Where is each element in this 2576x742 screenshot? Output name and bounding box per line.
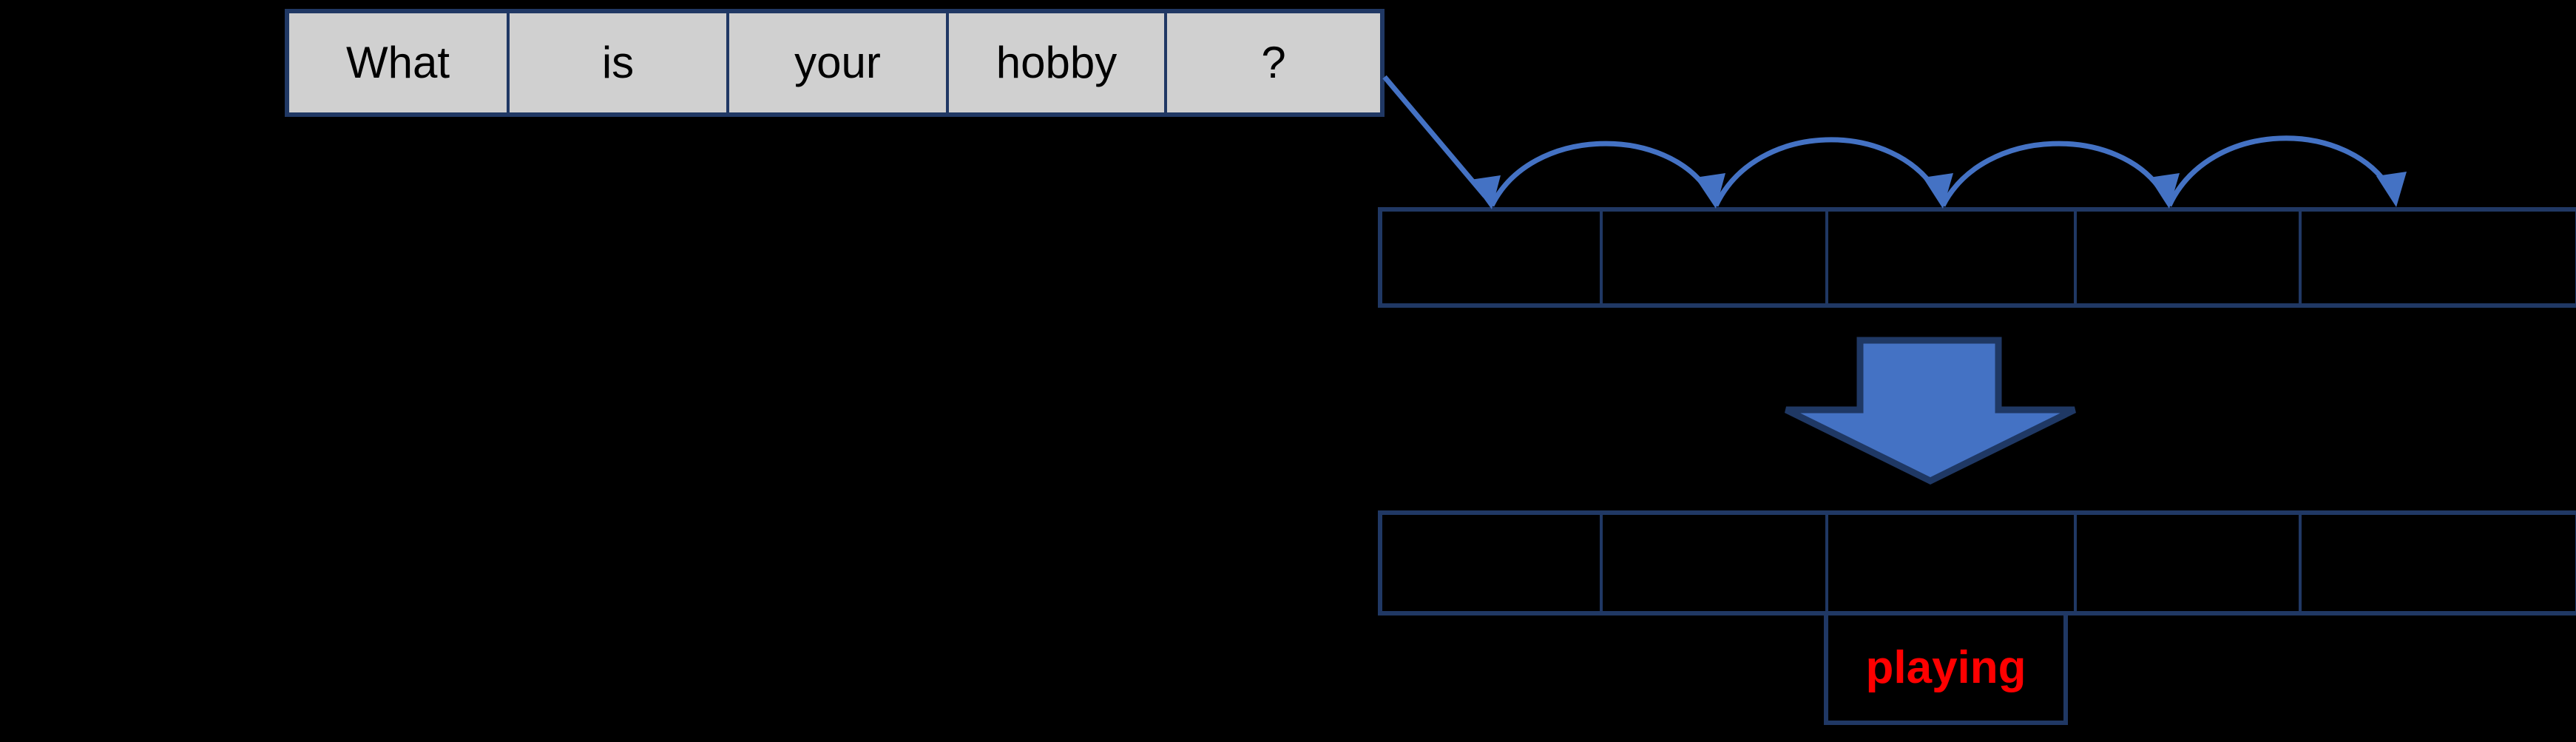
decoder-step-down-arrow <box>1785 337 2076 485</box>
source-cell-1[interactable]: What <box>289 13 510 112</box>
predicted-token-label: playing <box>1865 642 2026 693</box>
decoder-input-cell-3[interactable] <box>1828 212 2077 303</box>
shift-arc-4-arrow <box>2166 135 2407 207</box>
decoder-output-cell-1[interactable] <box>1382 515 1603 611</box>
source-cell-3[interactable]: your <box>729 13 949 112</box>
input-sentence-row: What is your hobby ? <box>285 9 1385 117</box>
decoder-input-cell-5[interactable] <box>2302 212 2575 303</box>
decoder-output-cell-2[interactable] <box>1603 515 1828 611</box>
shift-arc-1-arrow <box>1489 141 1725 209</box>
source-cell-4[interactable]: hobby <box>949 13 1167 112</box>
decoder-input-cell-1[interactable] <box>1382 212 1603 303</box>
decoder-output-cell-3[interactable] <box>1828 515 2077 611</box>
decoder-input-cell-2[interactable] <box>1603 212 1828 303</box>
predicted-token-cell[interactable]: playing <box>1824 615 2068 725</box>
shift-arc-2-arrow <box>1713 137 1953 209</box>
source-cell-5[interactable]: ? <box>1167 13 1380 112</box>
decoder-output-row <box>1378 510 2576 615</box>
shift-arc-3-arrow <box>1940 141 2180 209</box>
source-to-decoder-arrow <box>1382 75 1501 209</box>
decoder-output-cell-5[interactable] <box>2302 515 2575 611</box>
decoder-input-row <box>1378 207 2576 308</box>
decoder-input-cell-4[interactable] <box>2077 212 2302 303</box>
decoder-output-cell-4[interactable] <box>2077 515 2302 611</box>
source-cell-2[interactable]: is <box>510 13 729 112</box>
